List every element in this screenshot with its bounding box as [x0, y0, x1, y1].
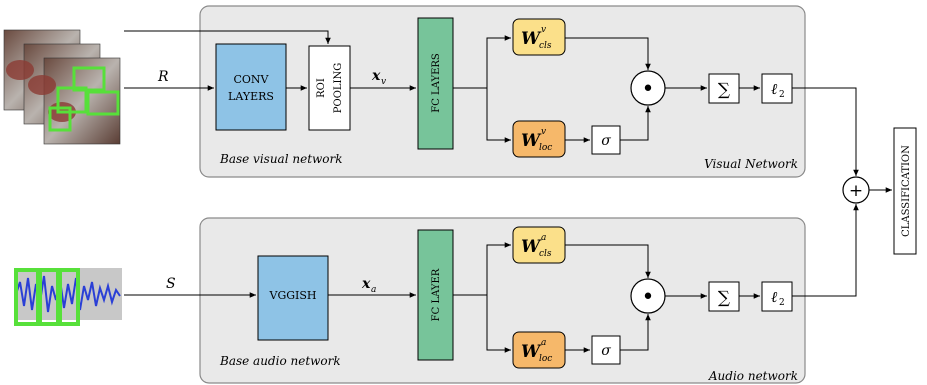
visual-w-loc-base: W	[521, 131, 542, 151]
visual-l2-to-plus-arrow	[792, 87, 859, 176]
audio-feature-symbol: x	[361, 276, 371, 292]
audio-fc-layer-label: FC LAYER	[431, 268, 442, 321]
visual-network-label: Visual Network	[704, 157, 798, 171]
visual-feature-subscript: v	[381, 77, 386, 87]
r-input-symbol: R	[157, 69, 169, 85]
video-frames-image	[3, 29, 121, 145]
audio-w-cls-base: W	[521, 237, 542, 257]
audio-wcls-to-odot-arrow	[565, 244, 651, 278]
image-to-roi-arrow	[124, 30, 331, 44]
roi-pooling-label-2: POOLING	[333, 63, 344, 113]
visual-sum-symbol: ∑	[718, 80, 730, 100]
audio-l2-sub: 2	[779, 298, 785, 308]
audio-w-loc-base: W	[521, 342, 542, 362]
audio-w-cls-sub: cls	[539, 249, 552, 259]
visual-network-panel	[199, 5, 806, 178]
audio-sum-symbol: ∑	[718, 288, 730, 308]
visual-w-cls-sup: v	[541, 25, 546, 35]
audio-w-loc-sup: a	[541, 338, 546, 348]
visual-sigma-symbol: σ	[601, 133, 611, 149]
audio-sigma-to-odot-arrow	[620, 314, 651, 351]
audio-w-cls-sup: a	[541, 233, 546, 243]
audio-network-label: Audio network	[708, 369, 798, 383]
roi-pooling-label: ROI	[316, 78, 327, 98]
visual-l2-sub: 2	[779, 90, 785, 100]
audio-w-loc-sub: loc	[539, 354, 552, 364]
base-visual-network-label: Base visual network	[219, 152, 343, 166]
vggish-block	[257, 255, 329, 341]
conv-layers-label: CONV	[233, 73, 269, 86]
audio-sum-block	[708, 281, 740, 312]
fc-to-wcls-arrow	[453, 35, 511, 89]
roi-pooling-block	[308, 45, 351, 131]
classification-label: CLASSIFICATION	[901, 145, 912, 237]
visual-fc-layers-label: FC LAYERS	[431, 53, 442, 113]
sigma-to-odot-arrow	[620, 106, 651, 141]
visual-l2-base: ℓ	[771, 80, 777, 98]
vggish-label: VGGISH	[269, 289, 317, 302]
visual-fc-layers-block	[417, 17, 454, 150]
visual-feature-symbol: x	[371, 68, 381, 84]
visual-w-loc-block	[512, 120, 566, 158]
audio-sigma-symbol: σ	[601, 343, 611, 359]
fusion-plus-symbol: +	[849, 181, 863, 201]
audio-fc-to-wcls-arrow	[453, 242, 511, 296]
audio-fc-to-wloc-arrow	[486, 295, 511, 353]
audio-network-panel	[199, 217, 806, 384]
visual-w-cls-base: W	[521, 29, 542, 49]
conv-layers-label-2: LAYERS	[228, 90, 274, 103]
wcls-to-odot-arrow	[565, 37, 651, 70]
audio-feature-subscript: a	[371, 285, 376, 295]
conv-layers-block	[215, 43, 287, 131]
visual-sum-block	[708, 73, 740, 104]
visual-w-loc-sub: loc	[539, 143, 552, 153]
visual-sigma-block	[591, 125, 621, 155]
audio-fc-layer-block	[417, 229, 454, 361]
classification-block	[893, 127, 917, 255]
audio-l2-base: ℓ	[771, 288, 777, 306]
audio-waveform-image	[14, 268, 122, 326]
audio-odot-symbol: •	[642, 285, 655, 310]
base-audio-network-label: Base audio network	[219, 354, 341, 368]
visual-w-cls-sub: cls	[539, 41, 552, 51]
visual-odot-symbol: •	[642, 77, 655, 102]
s-input-symbol: S	[166, 276, 176, 292]
audio-l2-block	[761, 281, 793, 312]
visual-w-loc-sup: v	[541, 127, 546, 137]
visual-w-cls-block	[512, 18, 566, 56]
audio-l2-to-plus-arrow	[792, 204, 859, 297]
fc-to-wloc-arrow	[486, 88, 511, 143]
